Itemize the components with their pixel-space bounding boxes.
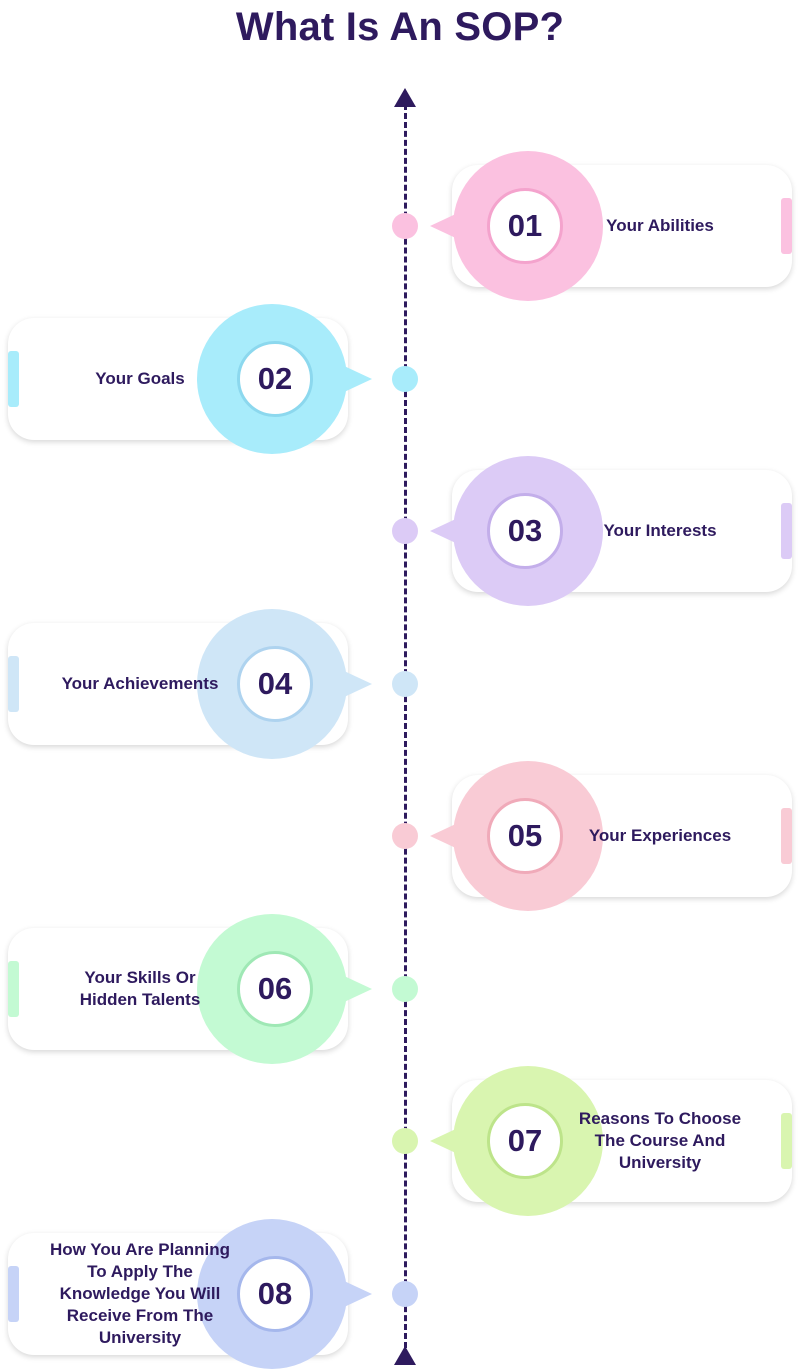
timeline-dot [392, 213, 418, 239]
step-pointer-icon [342, 365, 372, 393]
step-number: 04 [237, 646, 313, 722]
step-card-tab [8, 656, 19, 712]
timeline-line [404, 104, 407, 1348]
step-pointer-icon [430, 212, 460, 240]
step-card-tab [781, 808, 792, 864]
timeline-arrow-down-icon [394, 1346, 416, 1365]
step-pointer-icon [430, 822, 460, 850]
timeline-dot [392, 518, 418, 544]
step-card-tab [781, 1113, 792, 1169]
timeline-dot [392, 671, 418, 697]
step-pointer-icon [430, 1127, 460, 1155]
step-number: 05 [487, 798, 563, 874]
step-number: 06 [237, 951, 313, 1027]
page-title: What Is An SOP? [235, 5, 565, 49]
step-card-tab [8, 961, 19, 1017]
step-pointer-icon [342, 975, 372, 1003]
step-pointer-icon [342, 1280, 372, 1308]
step-card-tab [781, 198, 792, 254]
step-label: Your Experiences [588, 826, 732, 845]
step-label: How You Are Planning To Apply The Knowle… [49, 1240, 231, 1347]
timeline-dot [392, 1128, 418, 1154]
step-card-tab [8, 351, 19, 407]
step-label: Your Abilities [606, 216, 714, 235]
step-label: Reasons To Choose The Course And Univers… [578, 1109, 742, 1172]
step-label: Your Interests [603, 521, 717, 540]
timeline-dot [392, 976, 418, 1002]
step-number: 03 [487, 493, 563, 569]
step-label: Your Achievements [61, 674, 219, 693]
step-number: 02 [237, 341, 313, 417]
timeline-dot [392, 823, 418, 849]
step-card-tab [8, 1266, 19, 1322]
timeline-arrow-up-icon [394, 88, 416, 107]
step-pointer-icon [342, 670, 372, 698]
step-number: 01 [487, 188, 563, 264]
timeline-dot [392, 366, 418, 392]
timeline-dot [392, 1281, 418, 1307]
step-card-tab [781, 503, 792, 559]
step-number: 07 [487, 1103, 563, 1179]
step-label: Your Skills Or Hidden Talents [79, 968, 201, 1009]
step-number: 08 [237, 1256, 313, 1332]
step-pointer-icon [430, 517, 460, 545]
step-label: Your Goals [95, 369, 185, 388]
